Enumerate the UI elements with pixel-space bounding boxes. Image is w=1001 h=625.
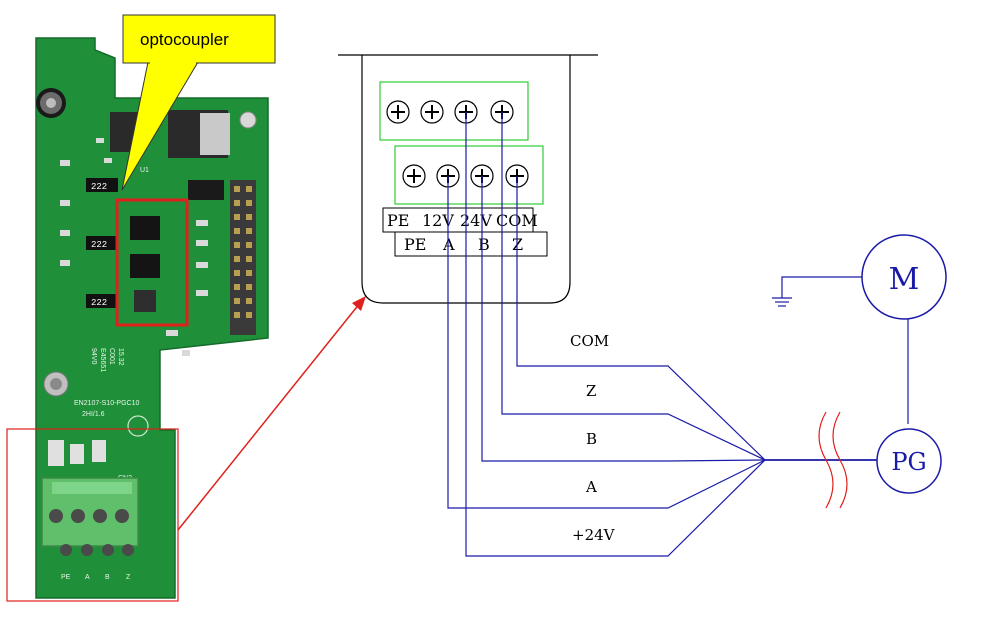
zoom-arrowhead	[352, 296, 366, 311]
connector-labels: PE A B Z	[61, 574, 131, 581]
terminal-label-12v: 12V	[422, 211, 454, 230]
wire-label-b: B	[586, 430, 597, 448]
terminal-label-row-top: PE 12V 24V COM	[382, 207, 538, 233]
wire-a	[447, 176, 766, 509]
resistor-chips: 222 222 222	[86, 178, 118, 308]
ic-ref: U1	[140, 167, 149, 174]
connector-label-pe: PE	[61, 574, 71, 581]
connector-label-b: B	[105, 574, 110, 581]
connector-highlight-frame	[6, 428, 179, 602]
chip-label: 222	[91, 240, 107, 250]
revision-marking: 2HI/1.6	[82, 411, 105, 418]
optocoupler-callout: optocoupler	[121, 14, 276, 191]
electrolytic-capacitor	[36, 88, 66, 118]
svg-text:E45651: E45651	[99, 348, 106, 372]
chip-label: 222	[91, 298, 107, 308]
pin-header	[230, 180, 256, 335]
svg-text:15.32: 15.32	[117, 348, 124, 366]
terminal-block-bottom	[394, 145, 544, 205]
card-outline	[338, 54, 598, 304]
wire-labels: COM Z B A +24V	[570, 332, 616, 544]
motor: M	[772, 234, 947, 320]
encoder-label: PG	[891, 448, 926, 476]
chip-label: 222	[91, 182, 107, 192]
signal-wires	[447, 112, 877, 557]
wire-com	[516, 176, 766, 461]
wire-24v	[465, 112, 766, 557]
wire-z	[501, 112, 766, 461]
ground-wire	[781, 276, 862, 298]
smd-components	[60, 138, 208, 356]
wire-label-com: COM	[570, 332, 609, 350]
callout-label: optocoupler	[140, 30, 229, 49]
ground-icon	[772, 297, 792, 307]
wire-label-z: Z	[586, 382, 596, 400]
terminal-label-24v: 24V	[460, 211, 492, 230]
connector-label-z: Z	[126, 574, 131, 581]
motor-label: M	[889, 262, 920, 297]
encoder: PG	[876, 428, 942, 494]
terminal-block-cn2: PE A B Z	[41, 440, 140, 582]
connector-label-a: A	[85, 574, 90, 581]
part-number: EN2107-S10-PGC10	[74, 400, 139, 407]
terminal-label-b: B	[478, 235, 490, 254]
zoom-arrow	[177, 302, 361, 531]
terminal-label-pe: PE	[387, 211, 409, 230]
encoder-symbol	[876, 428, 942, 494]
logic-ic	[188, 180, 224, 200]
terminal-label-row-bottom: PE A B Z	[394, 231, 548, 257]
motor-symbol	[861, 234, 947, 320]
terminal-block-top	[379, 81, 529, 141]
optocoupler-highlight-box	[115, 198, 189, 327]
logo-mark	[127, 415, 149, 437]
pg-card-pcb: 222 222 222 94V0 E45651 C001 15.	[35, 37, 269, 599]
wire-label-a: A	[585, 478, 597, 496]
cert-marking: 94V0 E45651 C001 15.32	[90, 348, 124, 372]
svg-text:94V0: 94V0	[90, 348, 97, 364]
cable-break-mark	[818, 411, 848, 509]
svg-text:C001: C001	[108, 348, 115, 365]
wire-label-24v: +24V	[572, 526, 616, 544]
optocoupler-chips	[130, 216, 160, 312]
voltage-regulator	[168, 110, 257, 158]
terminal-label-pe: PE	[404, 235, 426, 254]
wire-b	[481, 176, 766, 462]
